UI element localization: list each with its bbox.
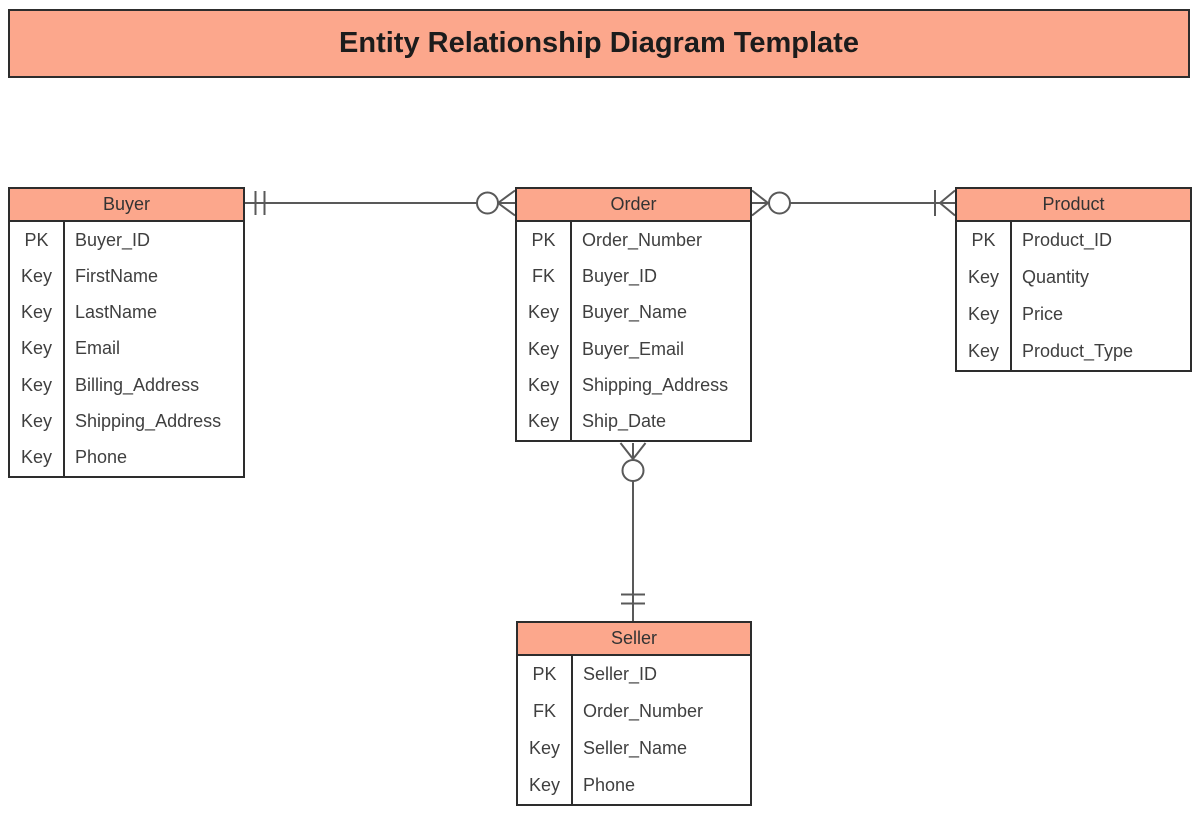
row-key-label: FK xyxy=(517,258,572,295)
cardinality-one-or-many-icon xyxy=(934,189,956,217)
table-row: Key Product_Type xyxy=(957,333,1190,370)
table-row: Key Ship_Date xyxy=(517,403,750,440)
row-attribute-name: Product_Type xyxy=(1022,341,1134,361)
row-attribute-name: Buyer_ID xyxy=(75,229,151,250)
table-row: Key Phone xyxy=(518,767,750,804)
row-attribute-name: Billing_Address xyxy=(75,374,200,395)
row-key-label: Key xyxy=(10,439,65,476)
row-attribute-name: Product_ID xyxy=(1022,230,1113,250)
row-key-label: Key xyxy=(518,730,573,767)
table-row: PK Buyer_ID xyxy=(10,222,243,259)
row-attribute-name: Buyer_ID xyxy=(582,265,658,286)
table-row: Key Quantity xyxy=(957,259,1190,296)
title-banner: Entity Relationship Diagram Template xyxy=(8,9,1190,78)
cardinality-one-and-only-one-icon xyxy=(621,593,645,605)
table-row: Key FirstName xyxy=(10,258,243,295)
row-key-label: PK xyxy=(10,222,65,259)
entity-header: Product xyxy=(957,189,1190,222)
row-key-label: Key xyxy=(10,403,65,440)
entity-title: Order xyxy=(610,194,657,214)
entity-header: Seller xyxy=(518,623,750,656)
row-key-label: Key xyxy=(957,296,1012,333)
table-row: Key LastName xyxy=(10,294,243,331)
row-attribute-name: Shipping_Address xyxy=(75,411,222,432)
cardinality-one-and-only-one-icon xyxy=(254,191,266,215)
entity-header: Buyer xyxy=(10,189,243,222)
entity-title: Buyer xyxy=(102,194,151,214)
connector-order-seller xyxy=(619,442,647,621)
table-row: Key Seller_Name xyxy=(518,730,750,767)
table-row: Key Billing_Address xyxy=(10,367,243,404)
connector-order-product xyxy=(751,189,956,217)
table-row: Key Email xyxy=(10,330,243,368)
table-row: Key Buyer_Email xyxy=(517,330,750,368)
table-row: PK Seller_ID xyxy=(518,656,750,693)
table-row: PK Order_Number xyxy=(517,222,750,259)
table-row: Key Shipping_Address xyxy=(517,367,750,404)
row-attribute-name: Quantity xyxy=(1022,267,1090,287)
entity-header: Order xyxy=(517,189,750,222)
row-attribute-name: Buyer_Email xyxy=(582,338,685,359)
row-attribute-name: Seller_ID xyxy=(583,664,658,684)
row-key-label: Key xyxy=(10,330,65,368)
cardinality-zero-or-many-icon xyxy=(476,189,516,217)
table-row: Key Buyer_Name xyxy=(517,294,750,331)
row-key-label: Key xyxy=(517,403,572,440)
table-row: PK Product_ID xyxy=(957,222,1190,259)
cardinality-zero-or-many-icon xyxy=(751,189,791,217)
row-attribute-name: Buyer_Name xyxy=(582,302,688,323)
entity-title: Product xyxy=(1042,194,1105,214)
diagram-title: Entity Relationship Diagram Template xyxy=(339,27,859,59)
row-attribute-name: Seller_Name xyxy=(583,738,688,758)
row-attribute-name: Phone xyxy=(583,775,636,795)
cardinality-zero-or-many-icon xyxy=(619,442,647,482)
row-key-label: Key xyxy=(517,330,572,368)
row-key-label: Key xyxy=(517,367,572,404)
row-key-label: FK xyxy=(518,693,573,730)
row-attribute-name: Price xyxy=(1022,304,1064,324)
row-attribute-name: Order_Number xyxy=(583,701,704,721)
connector-buyer-order xyxy=(245,189,516,217)
table-row: Key Phone xyxy=(10,439,243,476)
table-row: FK Buyer_ID xyxy=(517,258,750,295)
table-row: FK Order_Number xyxy=(518,693,750,730)
row-attribute-name: Phone xyxy=(75,447,128,468)
row-attribute-name: Shipping_Address xyxy=(582,374,729,395)
row-attribute-name: FirstName xyxy=(75,265,159,286)
row-key-label: Key xyxy=(10,294,65,331)
row-key-label: Key xyxy=(957,333,1012,370)
row-key-label: Key xyxy=(518,767,573,804)
row-attribute-name: Email xyxy=(75,338,121,359)
row-key-label: Key xyxy=(957,259,1012,296)
row-key-label: Key xyxy=(10,367,65,404)
row-key-label: PK xyxy=(957,222,1012,259)
row-attribute-name: Order_Number xyxy=(582,229,703,250)
row-key-label: Key xyxy=(10,258,65,295)
row-attribute-name: Ship_Date xyxy=(582,411,667,432)
row-key-label: Key xyxy=(517,294,572,331)
row-key-label: PK xyxy=(517,222,572,259)
table-row: Key Shipping_Address xyxy=(10,403,243,440)
row-attribute-name: LastName xyxy=(75,302,158,323)
row-key-label: PK xyxy=(518,656,573,693)
table-row: Key Price xyxy=(957,296,1190,333)
entity-title: Seller xyxy=(610,628,658,648)
